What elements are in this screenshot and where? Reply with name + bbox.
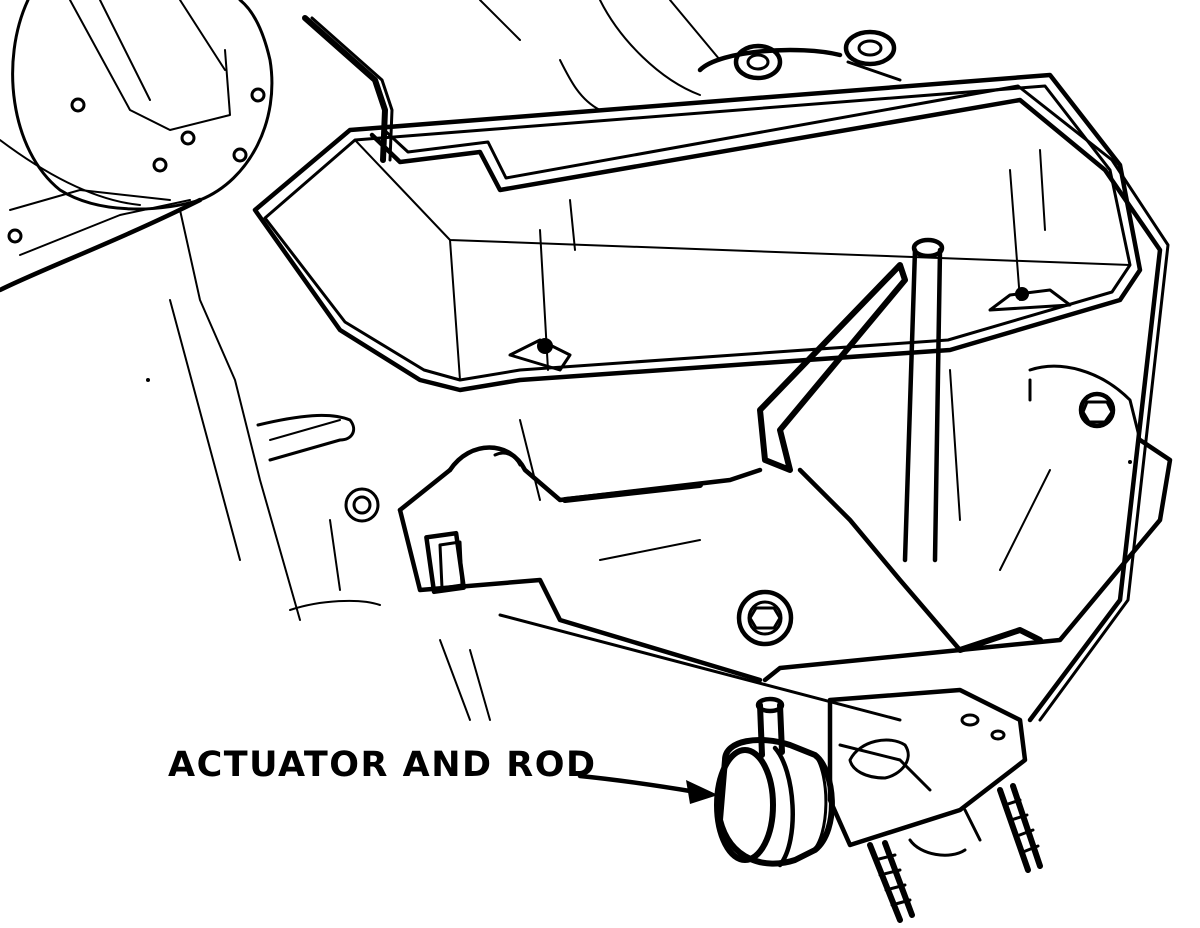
oil-pan	[252, 72, 1143, 393]
actuator-bracket	[827, 687, 1028, 857]
mounting-studs	[867, 783, 1043, 923]
actuator	[714, 696, 835, 868]
vacuum-line	[369, 84, 1170, 723]
actuator-label: ACTUATOR AND ROD	[168, 745, 597, 785]
top-bosses	[697, 29, 902, 82]
long-guide-line	[498, 613, 902, 722]
bolts	[736, 391, 1116, 647]
valve-body	[397, 262, 1173, 683]
vertical-rod	[902, 237, 945, 563]
callout-arrow	[577, 773, 718, 804]
transmission-case	[169, 0, 721, 721]
small-specks	[146, 378, 1132, 464]
flange-plate	[0, 0, 274, 293]
